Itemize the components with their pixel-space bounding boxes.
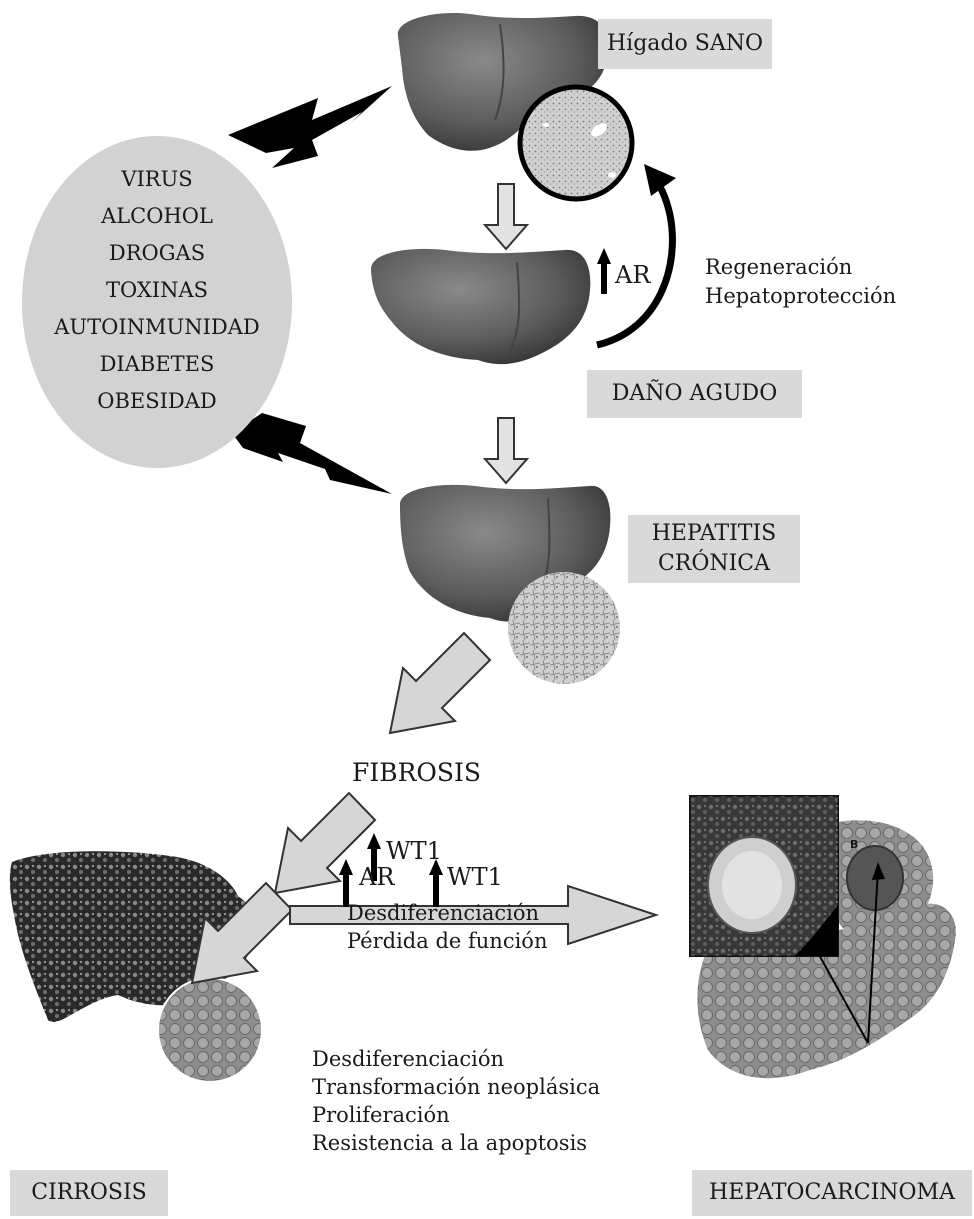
hcc-line-4: Resistencia a la apoptosis [312,1129,587,1158]
cause-item: DROGAS [22,235,292,272]
healthy-histology-image [520,87,632,199]
chronic-histology-image [508,572,620,684]
down-arrow-2 [485,418,527,483]
acute-damage-liver-image [371,249,590,364]
cirrhosis-histology-image [158,978,262,1082]
diagonal-arrow-1 [390,633,490,733]
label-chronic-line1: HEPATITIS [652,519,777,549]
hcc-line-3: Proliferación [312,1101,450,1130]
wt1-line-1: Desdiferenciación [347,899,539,928]
marker-wt1-hcc: WT1 [447,862,503,892]
cause-item: DIABETES [22,346,292,383]
label-cirrhosis: CIRROSIS [10,1170,168,1216]
label-chronic-hepatitis: HEPATITIS CRÓNICA [628,515,800,583]
regeneration-line-1: Regeneración [705,253,852,282]
lightning-bolt-top [228,86,392,168]
label-acute-damage: DAÑO AGUDO [587,370,802,418]
label-chronic-line2: CRÓNICA [658,549,770,579]
up-arrow-ar-regen [597,248,611,294]
hcc-line-1: Desdiferenciación [312,1045,504,1074]
hcc-image-letter: B [850,838,858,852]
hcc-line-2: Transformación neoplásica [312,1073,600,1102]
down-arrow-1 [485,184,527,249]
cause-item: ALCOHOL [22,198,292,235]
cause-item: VIRUS [22,161,292,198]
hepatocarcinoma-image [690,796,956,1078]
label-healthy: Hígado SANO [598,19,772,69]
cause-item: OBESIDAD [22,383,292,420]
lightning-bolt-bottom [232,413,392,494]
regeneration-line-2: Hepatoprotección [705,282,896,311]
fibrosis-text: FIBROSIS [352,758,481,787]
marker-ar-hcc: AR [359,862,394,892]
cause-item: AUTOINMUNIDAD [22,309,292,346]
cause-item: TOXINAS [22,272,292,309]
marker-ar-regen: AR [615,260,650,290]
wt1-line-2: Pérdida de función [347,927,547,956]
label-hepatocarcinoma: HEPATOCARCINOMA [692,1170,972,1216]
